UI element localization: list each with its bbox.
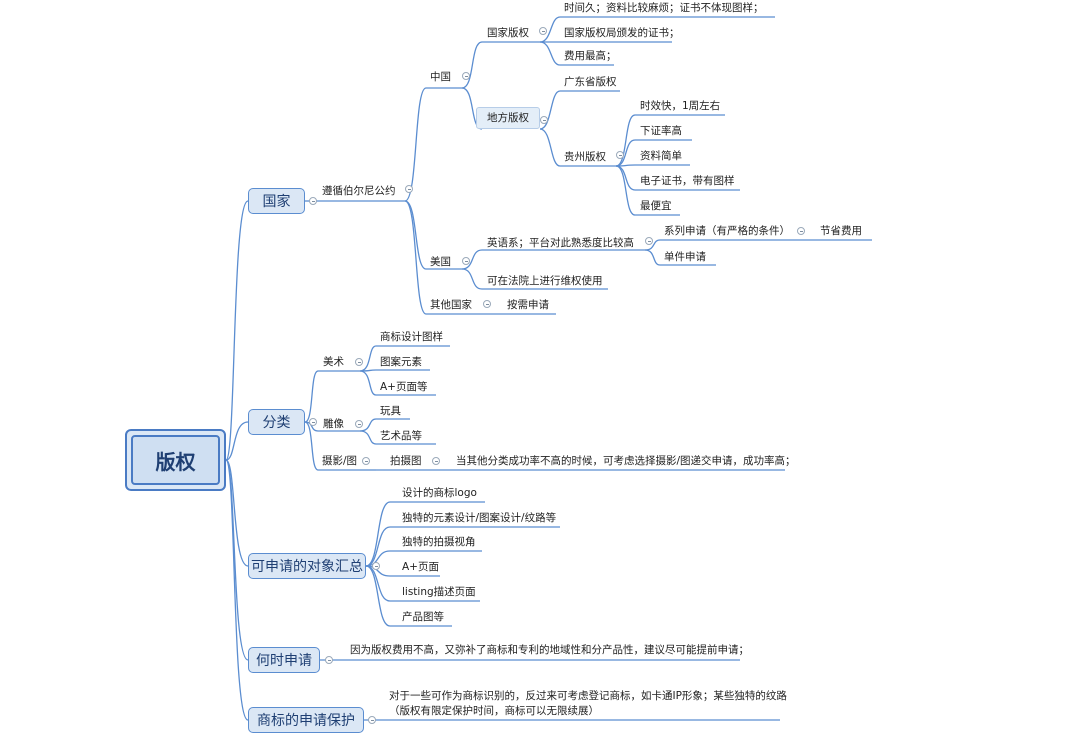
node-object-4[interactable]: A+页面 [402,561,439,573]
node-country[interactable]: 国家 [248,188,305,214]
node-national-item-2[interactable]: 国家版权局颁发的证书； [564,27,680,39]
node-art-item-2[interactable]: 图案元素 [380,356,422,368]
node-art-item-3[interactable]: A+页面等 [380,381,428,393]
node-national-item-1[interactable]: 时间久；资料比较麻烦；证书不体现图样； [564,2,764,14]
collapse-icon[interactable] [539,27,547,35]
node-trademark-note-1[interactable]: 对于一些可作为商标识别的，反过来可考虑登记商标，如卡通IP形象；某些独特的纹路 [389,690,787,702]
node-national-item-3[interactable]: 费用最高； [564,50,617,62]
collapse-icon[interactable] [645,237,653,245]
node-usa-single[interactable]: 单件申请 [664,251,706,263]
node-object-6[interactable]: 产品图等 [402,611,444,623]
node-sculpture-item-1[interactable]: 玩具 [380,405,401,417]
node-usa[interactable]: 美国 [430,256,451,268]
node-guizhou-item-1[interactable]: 时效快，1周左右 [640,100,721,112]
node-trademark[interactable]: 商标的申请保护 [248,707,364,733]
selected-highlight [476,107,540,129]
collapse-icon[interactable] [405,185,413,193]
collapse-icon[interactable] [483,300,491,308]
node-photo[interactable]: 摄影/图 [322,455,358,467]
node-sculpture[interactable]: 雕像 [323,418,344,430]
collapse-icon[interactable] [309,197,317,205]
node-art[interactable]: 美术 [323,356,344,368]
node-object-3[interactable]: 独特的拍摄视角 [402,536,476,548]
collapse-icon[interactable] [540,116,548,124]
node-guangdong[interactable]: 广东省版权 [564,76,617,88]
node-photo-item[interactable]: 拍摄图 [390,455,422,467]
node-usa-english[interactable]: 英语系；平台对此熟悉度比较高 [487,237,634,249]
node-china-national[interactable]: 国家版权 [487,27,529,39]
node-guizhou-item-2[interactable]: 下证率高 [640,125,682,137]
collapse-icon[interactable] [355,358,363,366]
node-trademark-note-2[interactable]: （版权有限定保护时间，商标可以无限续展） [389,705,599,717]
node-others-item[interactable]: 按需申请 [507,299,549,311]
node-guizhou-item-3[interactable]: 资料简单 [640,150,682,162]
node-object-1[interactable]: 设计的商标logo [402,487,477,499]
node-usa-court[interactable]: 可在法院上进行维权使用 [487,275,603,287]
node-objects[interactable]: 可申请的对象汇总 [248,553,366,579]
node-photo-note[interactable]: 当其他分类成功率不高的时候，可考虑选择摄影/图递交申请，成功率高； [456,455,796,467]
node-category[interactable]: 分类 [248,409,305,435]
node-usa-series[interactable]: 系列申请（有严格的条件） [664,225,790,237]
node-guizhou[interactable]: 贵州版权 [564,151,606,163]
collapse-icon[interactable] [325,656,333,664]
collapse-icon[interactable] [309,418,317,426]
collapse-icon[interactable] [616,151,624,159]
node-when[interactable]: 何时申请 [248,647,320,673]
collapse-icon[interactable] [362,457,370,465]
node-berne[interactable]: 遵循伯尔尼公约 [322,185,396,197]
node-guizhou-item-4[interactable]: 电子证书，带有图样 [640,175,735,187]
node-china[interactable]: 中国 [430,71,451,83]
collapse-icon[interactable] [462,257,470,265]
root-node[interactable]: 版权 [125,429,226,491]
collapse-icon[interactable] [432,457,440,465]
node-object-2[interactable]: 独特的元素设计/图案设计/纹路等 [402,512,557,524]
node-others[interactable]: 其他国家 [430,299,472,311]
collapse-icon[interactable] [372,562,380,570]
node-when-note[interactable]: 因为版权费用不高，又弥补了商标和专利的地域性和分产品性，建议尽可能提前申请； [350,644,749,656]
node-guizhou-item-5[interactable]: 最便宜 [640,200,672,212]
node-china-local[interactable]: 地方版权 [487,112,529,124]
node-art-item-1[interactable]: 商标设计图样 [380,331,443,343]
node-usa-save-cost[interactable]: 节省费用 [820,225,862,237]
collapse-icon[interactable] [368,716,376,724]
root-label: 版权 [131,435,220,485]
node-sculpture-item-2[interactable]: 艺术品等 [380,430,422,442]
collapse-icon[interactable] [462,72,470,80]
collapse-icon[interactable] [797,227,805,235]
node-object-5[interactable]: listing描述页面 [402,586,476,598]
collapse-icon[interactable] [355,420,363,428]
